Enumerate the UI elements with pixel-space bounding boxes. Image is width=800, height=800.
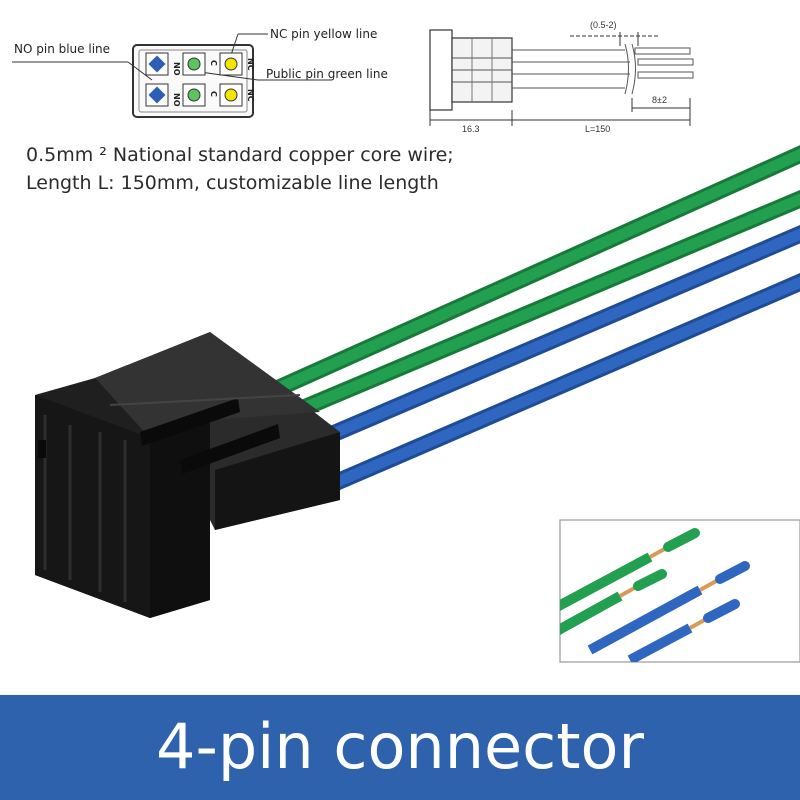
- connector-product-image: [35, 145, 800, 663]
- pin-layout-diagram: NO C NC NO C NC: [12, 33, 330, 118]
- banner-title: 4-pin connector: [156, 710, 644, 783]
- stripped-wire-inset: [559, 519, 800, 663]
- pin-mark-nc-top: NC: [246, 58, 255, 71]
- spec-line-wire: 0.5mm ² National standard copper core wi…: [26, 144, 454, 166]
- pin-mark-c-top: C: [209, 60, 218, 66]
- title-banner: [0, 695, 800, 800]
- strip-length-label: 8±2: [652, 95, 667, 105]
- wire-blue-2: [296, 273, 800, 506]
- wire-green-2: [276, 189, 800, 426]
- pin-mark-nc-bottom: NC: [246, 89, 255, 102]
- pin-mark-no-bottom: NO: [172, 93, 181, 107]
- pin-no-bottom: [145, 83, 169, 107]
- public-pin-label: Public pin green line: [266, 67, 388, 81]
- spec-line-length: Length L: 150mm, customizable line lengt…: [26, 172, 439, 194]
- dimension-drawing: (0.5-2) 8±2 16.3 L=150: [429, 20, 694, 134]
- pin-nc-top: [219, 52, 243, 76]
- wire-blue-1: [296, 225, 800, 456]
- strip-range-label: (0.5-2): [590, 20, 617, 30]
- pin-mark-c-bottom: C: [209, 91, 218, 97]
- pin-nc-bottom: [219, 83, 243, 107]
- wire-green-1: [261, 145, 800, 401]
- connector-body: [35, 332, 340, 618]
- no-pin-label: NO pin blue line: [14, 42, 111, 56]
- pin-c-top: [182, 52, 206, 76]
- pin-no-top: [145, 52, 169, 76]
- body-length-label: 16.3: [462, 124, 480, 134]
- pin-c-bottom: [182, 83, 206, 107]
- pin-mark-no-top: NO: [172, 62, 181, 76]
- nc-pin-label: NC pin yellow line: [270, 27, 378, 41]
- wire-length-label: L=150: [585, 124, 610, 134]
